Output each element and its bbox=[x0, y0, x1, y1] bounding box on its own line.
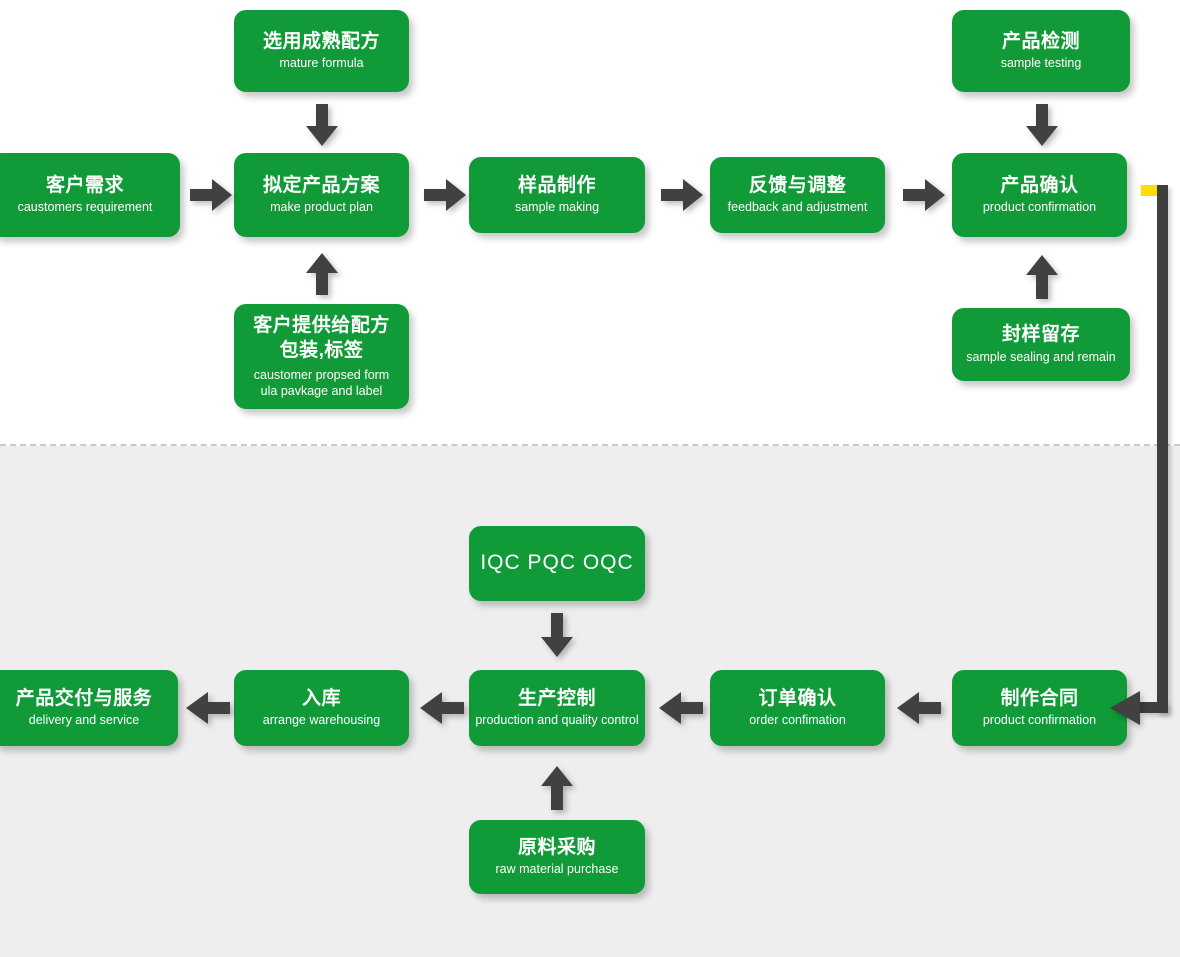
node-raw-material-purchase-en: raw material purchase bbox=[495, 862, 619, 877]
arrow-right-plan-to-sample bbox=[424, 179, 466, 211]
connector-arrowhead-icon bbox=[1110, 691, 1144, 725]
node-make-contract-en: product confirmation bbox=[982, 713, 1097, 728]
node-make-product-plan-en: make product plan bbox=[270, 200, 373, 215]
node-order-confirmation[interactable]: 订单确认 order confimation bbox=[710, 670, 885, 746]
node-sample-testing-en: sample testing bbox=[1000, 56, 1082, 71]
node-feedback-adjustment-cn: 反馈与调整 bbox=[748, 174, 847, 196]
node-sample-sealing[interactable]: 封样留存 sample sealing and remain bbox=[952, 308, 1130, 381]
node-sample-making-cn: 样品制作 bbox=[517, 174, 596, 196]
connector-vertical-line bbox=[1157, 185, 1168, 713]
node-iqc-pqc-oqc-cn: IQC PQC OQC bbox=[480, 551, 634, 575]
node-make-product-plan[interactable]: 拟定产品方案 make product plan bbox=[234, 153, 409, 237]
node-delivery-service-en: delivery and service bbox=[28, 713, 140, 728]
node-customers-requirement-en: caustomers requirement bbox=[17, 200, 153, 215]
node-mature-formula[interactable]: 选用成熟配方 mature formula bbox=[234, 10, 409, 92]
node-sample-testing-cn: 产品检测 bbox=[1001, 30, 1080, 52]
node-mature-formula-en: mature formula bbox=[279, 56, 364, 71]
arrow-down-mature-formula bbox=[306, 104, 338, 146]
arrow-left-order-to-production bbox=[659, 692, 703, 724]
arrow-right-sample-to-feedback bbox=[661, 179, 703, 211]
node-warehousing[interactable]: 入库 arrange warehousing bbox=[234, 670, 409, 746]
node-raw-material-purchase-cn: 原料采购 bbox=[517, 836, 596, 858]
connector-yellow-stub bbox=[1141, 185, 1163, 196]
node-customer-proposed-formula-en: caustomer propsed form ula pavkage and l… bbox=[253, 367, 390, 398]
node-feedback-adjustment[interactable]: 反馈与调整 feedback and adjustment bbox=[710, 157, 885, 233]
node-customer-proposed-formula-cn: 客户提供给配方 包装,标签 bbox=[253, 315, 390, 361]
node-sample-sealing-en: sample sealing and remain bbox=[966, 349, 1116, 364]
node-sample-making-en: sample making bbox=[514, 200, 600, 215]
node-delivery-service-cn: 产品交付与服务 bbox=[15, 687, 153, 709]
node-customer-proposed-formula[interactable]: 客户提供给配方 包装,标签 caustomer propsed form ula… bbox=[234, 304, 409, 409]
node-make-contract[interactable]: 制作合同 product confirmation bbox=[952, 670, 1127, 746]
node-production-control-cn: 生产控制 bbox=[517, 687, 596, 709]
arrow-right-requirement-to-plan bbox=[190, 179, 232, 211]
node-production-control-en: production and quality control bbox=[475, 713, 639, 728]
node-feedback-adjustment-en: feedback and adjustment bbox=[727, 200, 868, 215]
node-production-control[interactable]: 生产控制 production and quality control bbox=[469, 670, 645, 746]
node-raw-material-purchase[interactable]: 原料采购 raw material purchase bbox=[469, 820, 645, 894]
node-warehousing-cn: 入库 bbox=[301, 687, 341, 709]
connector-horizontal-line bbox=[1140, 702, 1168, 713]
node-sample-making[interactable]: 样品制作 sample making bbox=[469, 157, 645, 233]
node-sample-testing[interactable]: 产品检测 sample testing bbox=[952, 10, 1130, 92]
node-product-confirmation-en: product confirmation bbox=[982, 200, 1097, 215]
node-warehousing-en: arrange warehousing bbox=[262, 713, 381, 728]
node-iqc-pqc-oqc[interactable]: IQC PQC OQC bbox=[469, 526, 645, 601]
node-mature-formula-cn: 选用成熟配方 bbox=[262, 30, 380, 52]
node-sample-sealing-cn: 封样留存 bbox=[1001, 324, 1080, 346]
arrow-left-contract-to-order bbox=[897, 692, 941, 724]
node-customers-requirement-cn: 客户需求 bbox=[45, 174, 124, 196]
arrow-left-warehousing-to-delivery bbox=[186, 692, 230, 724]
arrow-up-formula-to-plan bbox=[306, 253, 338, 295]
arrow-down-iqc-to-production bbox=[541, 613, 573, 657]
node-delivery-service[interactable]: 产品交付与服务 delivery and service bbox=[0, 670, 178, 746]
node-order-confirmation-cn: 订单确认 bbox=[758, 687, 837, 709]
node-customers-requirement[interactable]: 客户需求 caustomers requirement bbox=[0, 153, 180, 237]
section-divider bbox=[0, 444, 1180, 446]
node-order-confirmation-en: order confimation bbox=[749, 713, 846, 728]
node-make-contract-cn: 制作合同 bbox=[1000, 687, 1079, 709]
arrow-down-testing-to-confirmation bbox=[1026, 104, 1058, 146]
node-make-product-plan-cn: 拟定产品方案 bbox=[262, 174, 380, 196]
node-product-confirmation[interactable]: 产品确认 product confirmation bbox=[952, 153, 1127, 237]
arrow-right-feedback-to-confirmation bbox=[903, 179, 945, 211]
arrow-up-raw-material-to-production bbox=[541, 766, 573, 810]
arrow-up-sealing-to-confirmation bbox=[1026, 255, 1058, 299]
arrow-left-production-to-warehousing bbox=[420, 692, 464, 724]
node-product-confirmation-cn: 产品确认 bbox=[1000, 174, 1079, 196]
